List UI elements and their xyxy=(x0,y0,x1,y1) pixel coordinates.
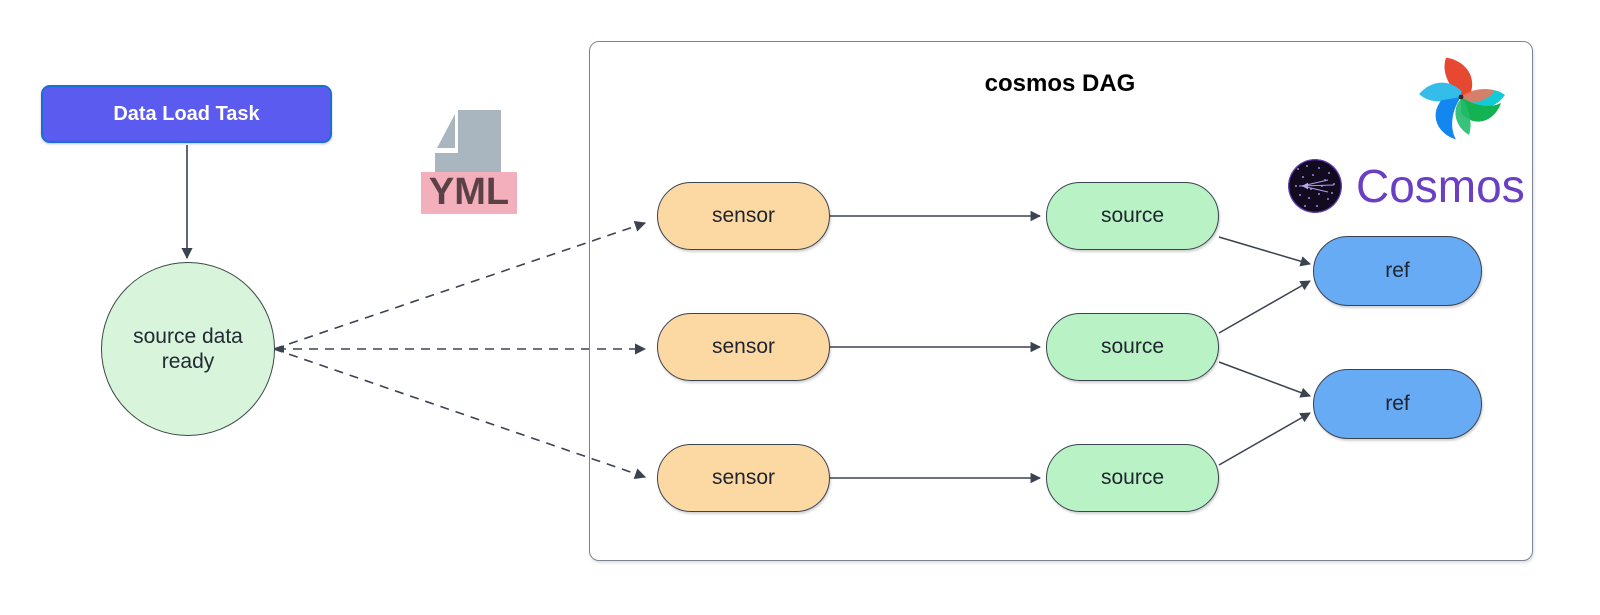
node-source-2-label: source xyxy=(1100,335,1165,359)
node-source-3-label: source xyxy=(1100,466,1165,490)
cosmos-dag-container xyxy=(589,41,1533,561)
node-sensor-3[interactable]: sensor xyxy=(657,444,830,512)
node-source-data-ready[interactable]: source data ready xyxy=(101,262,275,436)
yml-label: YML xyxy=(428,171,510,213)
node-source-3[interactable]: source xyxy=(1046,444,1219,512)
node-data-load-task-label: Data Load Task xyxy=(113,103,260,125)
node-ref-2[interactable]: ref xyxy=(1313,369,1482,439)
apache-airflow-pinwheel-icon xyxy=(1419,57,1505,140)
node-sensor-2[interactable]: sensor xyxy=(657,313,830,381)
node-sensor-2-label: sensor xyxy=(711,335,776,359)
cosmos-dag-title: cosmos DAG xyxy=(984,70,1136,97)
node-source-1-label: source xyxy=(1100,204,1165,228)
node-ref-2-label: ref xyxy=(1385,392,1410,416)
yml-document-shape xyxy=(435,110,501,172)
yml-label-band: YML xyxy=(421,172,517,214)
node-source-1[interactable]: source xyxy=(1046,182,1219,250)
astronomer-cosmos-logo: Cosmos xyxy=(1288,158,1525,214)
node-ref-1[interactable]: ref xyxy=(1313,236,1482,306)
yml-file-icon: YML xyxy=(421,110,517,214)
node-sensor-3-label: sensor xyxy=(711,466,776,490)
node-data-load-task[interactable]: Data Load Task xyxy=(41,85,332,143)
cosmos-starfield-icon xyxy=(1288,159,1342,213)
node-source-data-ready-label: source data ready xyxy=(133,324,243,373)
node-sensor-1[interactable]: sensor xyxy=(657,182,830,250)
cosmos-wordmark: Cosmos xyxy=(1356,160,1525,212)
node-source-2[interactable]: source xyxy=(1046,313,1219,381)
node-ref-1-label: ref xyxy=(1385,259,1410,283)
node-sensor-1-label: sensor xyxy=(711,204,776,228)
